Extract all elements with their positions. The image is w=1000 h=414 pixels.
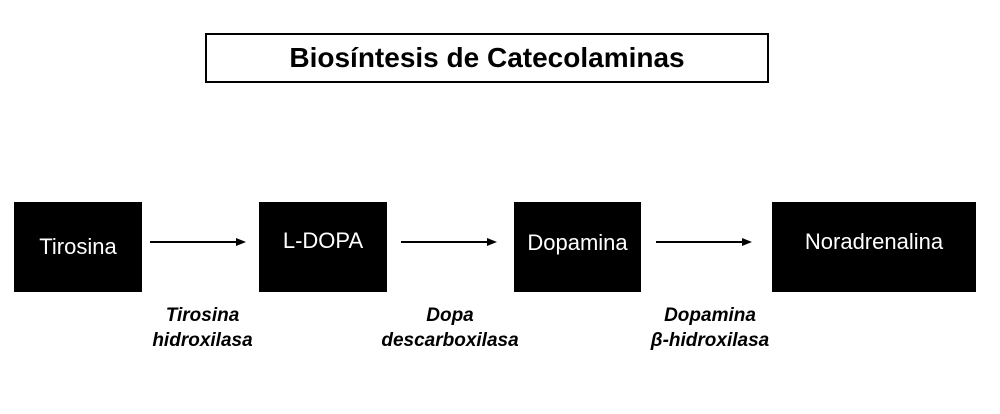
node-label: Noradrenalina	[804, 229, 944, 254]
title-box: Biosíntesis de Catecolaminas	[205, 33, 769, 83]
node-label: L-DOPA	[282, 228, 364, 253]
enzyme-line2: hidroxilasa	[152, 330, 253, 351]
enzyme-label-dopamina-beta-hidroxilasa: Dopamina β-hidroxilasa	[630, 303, 790, 353]
node-l-dopa: L-DOPA	[259, 202, 387, 292]
node-dopamina: Dopamina	[514, 202, 641, 292]
enzyme-label-tirosina-hidroxilasa: Tirosina hidroxilasa	[130, 303, 275, 353]
enzyme-line2: β-hidroxilasa	[650, 330, 770, 351]
diagram-title: Biosíntesis de Catecolaminas	[289, 42, 685, 73]
node-label: Tirosina	[39, 234, 117, 259]
node-label: Dopamina	[527, 230, 628, 255]
enzyme-line1: Tirosina	[165, 305, 240, 326]
enzyme-line1: Dopamina	[664, 305, 756, 326]
arrow-right-icon	[401, 238, 497, 246]
node-tirosina: Tirosina	[14, 202, 142, 292]
arrow-right-icon	[150, 238, 246, 246]
arrow-right-icon	[656, 238, 752, 246]
enzyme-line2: descarboxilasa	[381, 330, 519, 351]
node-noradrenalina: Noradrenalina	[772, 202, 976, 292]
enzyme-label-dopa-descarboxilasa: Dopa descarboxilasa	[365, 303, 535, 353]
enzyme-line1: Dopa	[426, 305, 474, 326]
